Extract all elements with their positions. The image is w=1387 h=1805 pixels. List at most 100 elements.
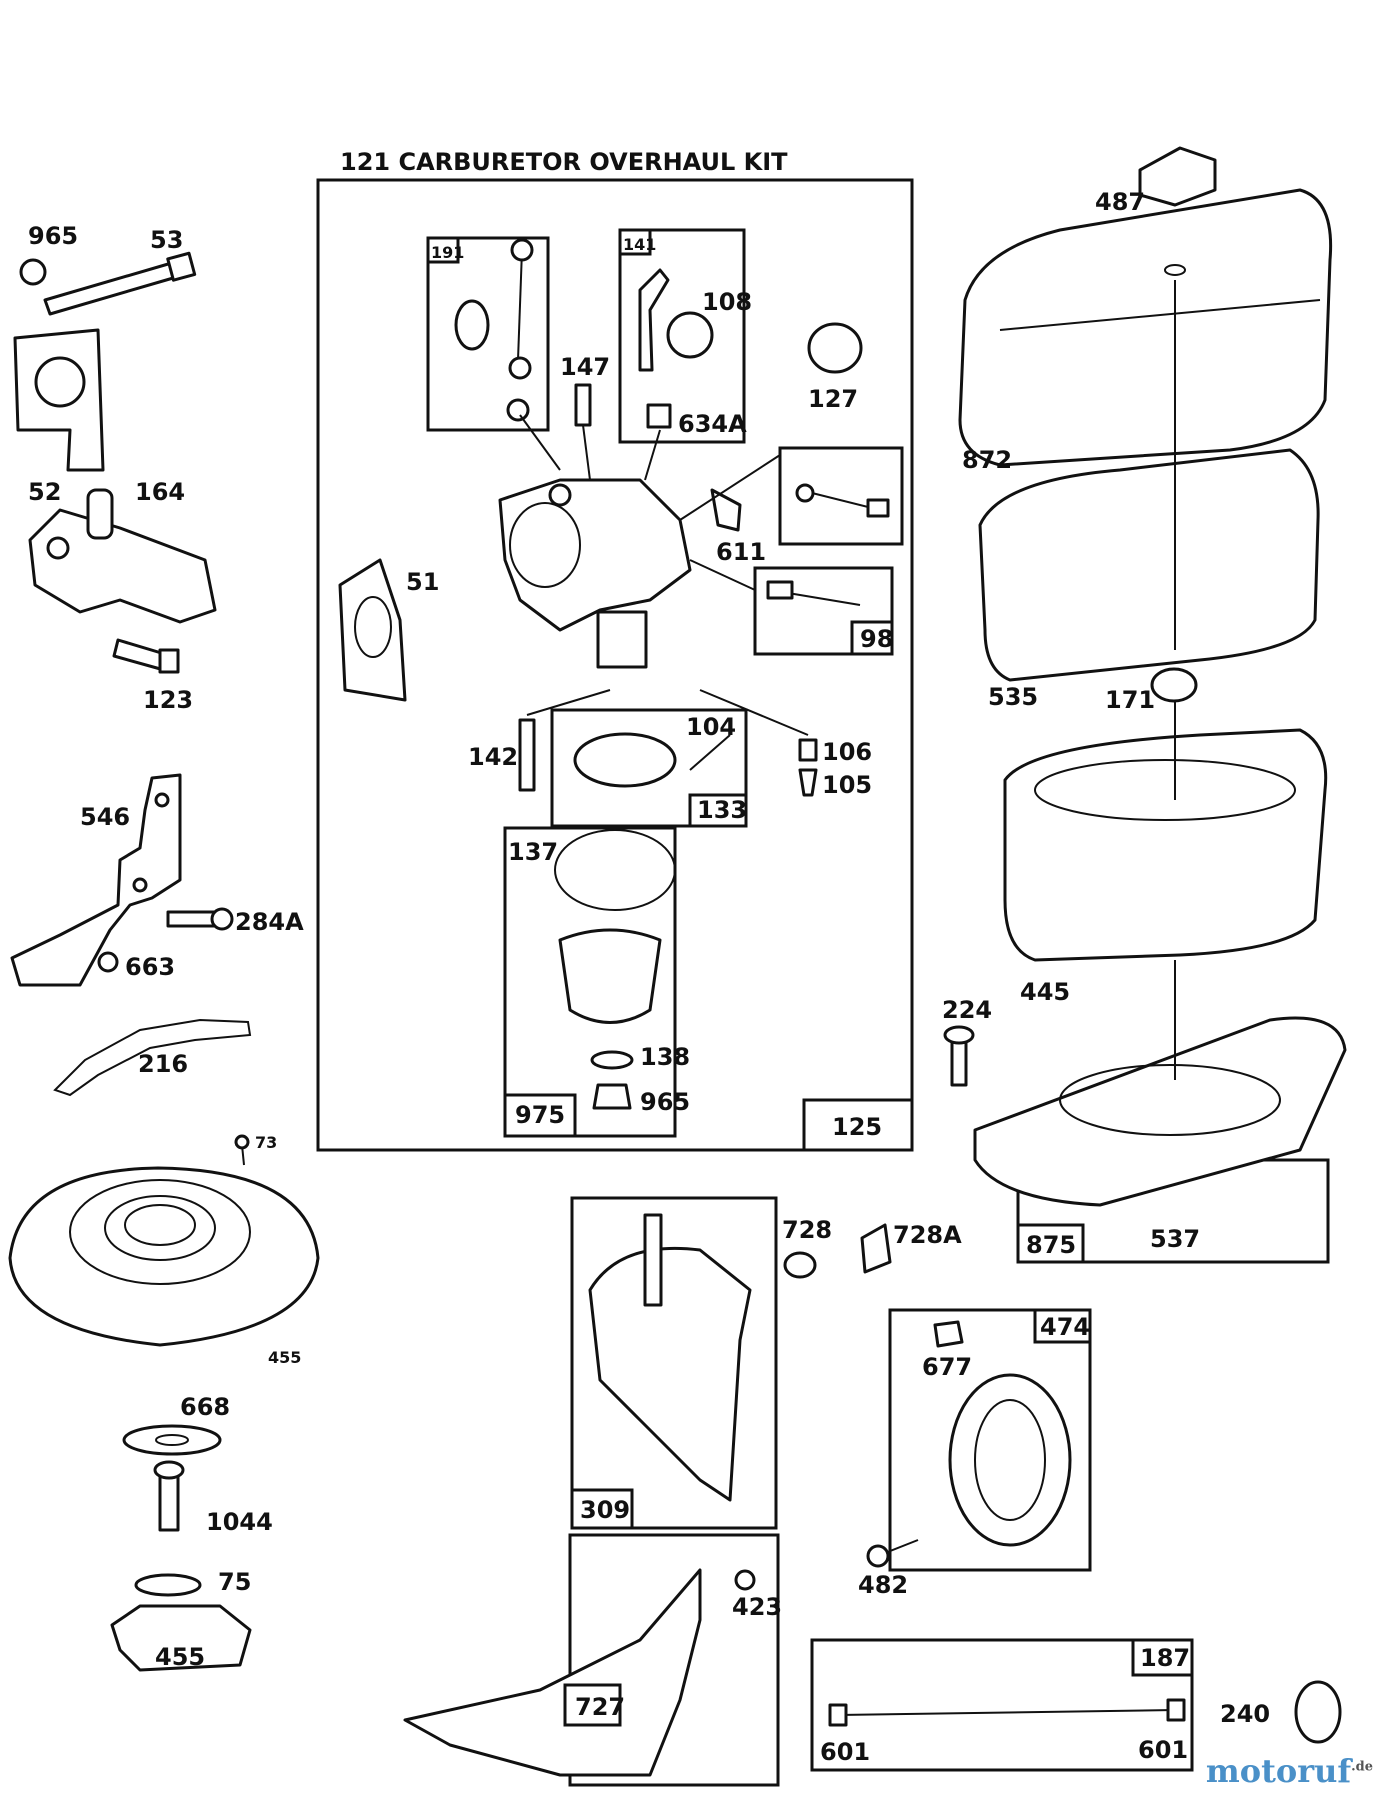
svg-text:728A: 728A (893, 1221, 962, 1249)
part-53-bolt: 53 (43, 226, 197, 316)
part-carburetor-body (498, 478, 692, 669)
svg-text:634A: 634A (678, 410, 747, 438)
svg-text:487: 487 (1095, 188, 1145, 216)
part-965-washer: 965 (19, 222, 78, 286)
part-668-plate: 668 (122, 1393, 230, 1456)
svg-text:106: 106 (822, 738, 872, 766)
part-224-screw: 224 (942, 996, 992, 1087)
svg-text:728: 728 (782, 1216, 832, 1244)
subkit-117 (778, 446, 904, 546)
part-482-screw: 482 (858, 1539, 919, 1599)
svg-text:141: 141 (623, 235, 656, 254)
subkit-141: 141 108 634A (618, 228, 752, 444)
svg-text:975: 975 (515, 1101, 565, 1129)
svg-text:98: 98 (860, 625, 893, 653)
svg-text:137: 137 (508, 838, 558, 866)
svg-text:240: 240 (1220, 1700, 1270, 1728)
svg-text:171: 171 (1105, 686, 1155, 714)
svg-text:284A: 284A (235, 908, 304, 936)
part-127-plug: 127 (807, 322, 863, 413)
svg-text:51: 51 (406, 568, 439, 596)
svg-text:445: 445 (1020, 978, 1070, 1006)
box-474-alternator: 474 677 (888, 1308, 1092, 1572)
svg-text:53: 53 (150, 226, 183, 254)
part-51-gasket: 51 (338, 558, 439, 702)
svg-text:455: 455 (155, 1643, 205, 1671)
box-187-link: 187 601 601 (810, 1638, 1194, 1772)
part-73-screw: 73 (234, 1133, 277, 1166)
subkit-133: 133 104 (550, 708, 748, 828)
svg-text:147: 147 (560, 353, 610, 381)
part-284A-screw: 284A (166, 907, 304, 936)
svg-text:142: 142 (468, 743, 518, 771)
svg-text:133: 133 (697, 796, 747, 824)
subkit-975: 975 137 138 965 (503, 826, 690, 1138)
part-164-intake: 164 (28, 478, 217, 624)
part-455-blower-housing: 455 (8, 1166, 320, 1367)
part-546-bracket: 546 (10, 773, 182, 987)
svg-text:309: 309 (580, 1496, 630, 1524)
svg-text:423: 423 (732, 1593, 782, 1621)
part-171-nut: 171 (1105, 667, 1198, 714)
svg-text:1044: 1044 (206, 1508, 273, 1536)
kit-frame (316, 178, 914, 1152)
brand-watermark: motoruf.de (1205, 1752, 1373, 1790)
svg-text:663: 663 (125, 953, 175, 981)
svg-text:872: 872 (962, 446, 1012, 474)
svg-text:965: 965 (28, 222, 78, 250)
part-1044-screw: 1044 (153, 1460, 273, 1536)
part-611-valve: 611 (710, 488, 766, 566)
svg-text:965: 965 (640, 1088, 690, 1116)
svg-text:123: 123 (143, 686, 193, 714)
svg-text:535: 535 (988, 683, 1038, 711)
svg-text:52: 52 (28, 478, 61, 506)
svg-text:125: 125 (832, 1113, 882, 1141)
box-309-governor: 309 (570, 1196, 778, 1530)
svg-text:108: 108 (702, 288, 752, 316)
svg-text:127: 127 (808, 385, 858, 413)
svg-text:601: 601 (1138, 1736, 1188, 1764)
kit-title: 121 CARBURETOR OVERHAUL KIT (340, 148, 788, 176)
svg-text:73: 73 (255, 1133, 277, 1152)
svg-text:474: 474 (1040, 1313, 1090, 1341)
part-728-clip: 728 (782, 1216, 832, 1279)
svg-text:677: 677 (922, 1353, 972, 1381)
subkit-191: 191 (426, 236, 550, 432)
svg-text:216: 216 (138, 1050, 188, 1078)
svg-text:224: 224 (942, 996, 992, 1024)
part-147-jet: 147 (560, 353, 610, 427)
part-75-ring: 75 (134, 1568, 251, 1597)
svg-text:164: 164 (135, 478, 185, 506)
part-106-valve: 106 105 (699, 689, 872, 799)
svg-text:611: 611 (716, 538, 766, 566)
part-663-nut: 663 (97, 951, 175, 981)
part-487-knob: 487 (1095, 146, 1217, 216)
svg-text:187: 187 (1140, 1644, 1190, 1672)
part-52-gasket: 52 (13, 328, 105, 506)
svg-text:601: 601 (820, 1738, 870, 1766)
svg-text:482: 482 (858, 1571, 908, 1599)
part-142-tube: 142 (468, 689, 611, 792)
svg-text:727: 727 (575, 1693, 625, 1721)
svg-text:138: 138 (640, 1043, 690, 1071)
subkit-98: 98 (753, 566, 894, 656)
part-445-element: 445 (1003, 728, 1328, 1006)
part-240-spring: 240 (1220, 1680, 1342, 1744)
part-455-starter-cup: 455 (110, 1604, 252, 1672)
box-875-base: 875 537 (973, 1016, 1347, 1264)
svg-text:105: 105 (822, 771, 872, 799)
svg-text:104: 104 (686, 713, 736, 741)
svg-text:875: 875 (1026, 1231, 1076, 1259)
part-123-screw: 123 (112, 638, 193, 714)
part-216-link: 216 (53, 1018, 252, 1097)
svg-text:455: 455 (268, 1348, 301, 1367)
svg-text:546: 546 (80, 803, 130, 831)
box-125: 125 (802, 1098, 914, 1152)
svg-text:191: 191 (431, 243, 464, 262)
part-535-prefilter: 535 (978, 448, 1320, 711)
svg-text:537: 537 (1150, 1225, 1200, 1253)
part-728A-bracket: 728A (860, 1221, 962, 1274)
svg-text:75: 75 (218, 1568, 251, 1596)
part-872-cover: 872 (958, 188, 1333, 474)
